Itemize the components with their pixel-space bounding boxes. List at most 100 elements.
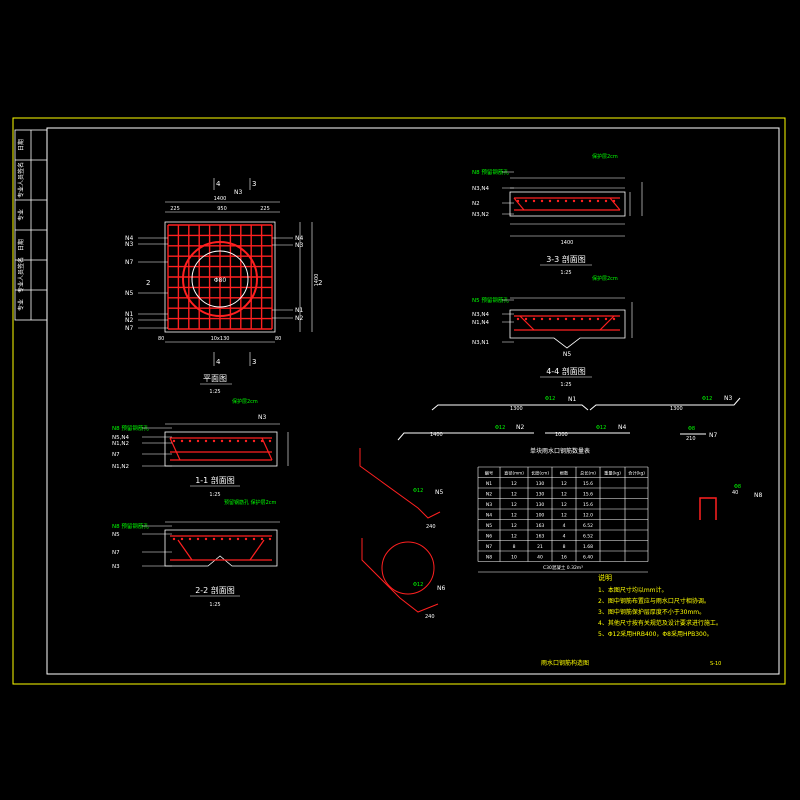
s11-labels-text: N7 <box>112 452 120 458</box>
bar-n8-len: 40 <box>732 490 738 496</box>
s44-bars-dot <box>572 317 576 321</box>
table-cell: 12 <box>561 502 567 508</box>
s11-top-note: 保护层2cm <box>232 398 258 405</box>
s11-bars-dot <box>252 439 256 443</box>
s22-scale: 1:25 <box>209 602 220 608</box>
s11-bars-dot <box>220 439 224 443</box>
table-cell: N8 <box>486 555 492 561</box>
table-cell: 15.6 <box>583 492 593 498</box>
s33-bars-dot <box>524 199 528 203</box>
bar-n6-hook: Φ12 <box>413 582 423 588</box>
table-cell: 12 <box>511 534 517 540</box>
s33-bars-dot <box>540 199 544 203</box>
bar-n6-ring <box>381 541 435 595</box>
s11-bars-dot <box>172 439 176 443</box>
table-cell: 12 <box>511 481 517 487</box>
table-cell: 163 <box>536 534 545 540</box>
bar-n2-label: N2 <box>516 424 524 431</box>
s11-bars-diag <box>261 437 273 461</box>
rebar-table: 单块雨水口钢筋数量表 编号直径(mm)长度(cm)根数总长(m)重量(kg)合计… <box>477 447 649 573</box>
s44-bars-dot <box>596 317 600 321</box>
s44-slab <box>509 309 626 349</box>
table-cell: N5 <box>486 523 492 529</box>
s33-bars-dot <box>580 199 584 203</box>
s44-bars-dot <box>612 317 616 321</box>
title-cell-2: 专业 <box>17 209 25 221</box>
s22-bars-dot <box>180 537 184 541</box>
plan-right-label: N2 <box>295 315 303 322</box>
note-item: 3、图中钢筋保护层厚度不小于30mm。 <box>598 608 705 616</box>
table-header: 总长(m) <box>580 470 596 477</box>
plan-right-label: N4 <box>295 235 303 242</box>
plan-slab-outline <box>164 221 276 333</box>
plan-dim-top-total: 1400 <box>214 196 227 202</box>
plan-mark-bottom-b: 3 <box>252 358 256 366</box>
bar-n3-len: 1300 <box>670 406 683 412</box>
s44-scale: 1:25 <box>560 382 571 388</box>
table-cell: 6.52 <box>583 534 593 540</box>
s44-bars-dot <box>516 317 520 321</box>
bar-n1-label: N1 <box>568 396 576 403</box>
table-cell: 15.6 <box>583 481 593 487</box>
plan-mark-top-a: 4 <box>216 180 221 188</box>
plan-view: 1400 225 950 225 Φ80 4 3 4 3 2 2 N3 N4N3… <box>125 178 322 395</box>
bar-n2-len: 1400 <box>430 432 443 438</box>
table-cell: N6 <box>486 534 492 540</box>
s33-bars-dot <box>604 199 608 203</box>
bar-n4-len: 1000 <box>555 432 568 438</box>
bar-n1 <box>431 404 589 411</box>
bar-n6-len: 240 <box>425 614 435 620</box>
plan-dim-bottom-a: 80 <box>158 336 164 342</box>
s33-labels-text: N3,N2 <box>472 212 489 218</box>
table-cell: 21 <box>537 544 543 550</box>
s22-bars-dot <box>220 537 224 541</box>
bar-n6-label: N6 <box>437 585 445 592</box>
plan-left-label: N3 <box>125 241 133 248</box>
table-cell: 40 <box>537 555 543 561</box>
table-header: 编号 <box>485 470 493 477</box>
title-block: 日期 专业人员签名 专业 日期 专业人员签名 专业 <box>14 129 48 321</box>
bar-n8 <box>699 497 717 520</box>
s11-bars-dot <box>236 439 240 443</box>
plan-left-label: N4 <box>125 235 133 242</box>
s11-bars-dot <box>244 439 248 443</box>
plan-left-label: N2 <box>125 317 133 324</box>
bar-n7-label: N7 <box>709 432 717 439</box>
note-item: 5、Φ12采用HRB400，Φ8采用HPB300。 <box>598 630 713 638</box>
bar-n2-hook: Φ12 <box>495 425 505 431</box>
s22-bars-dot <box>204 537 208 541</box>
s33-bars-diag <box>513 197 525 211</box>
s22-bars-dot <box>236 537 240 541</box>
bar-n4-hook: Φ12 <box>596 425 606 431</box>
plan-dim-bottom-c: 80 <box>275 336 281 342</box>
s33-bars-dot <box>588 199 592 203</box>
s44-bars-dot <box>564 317 568 321</box>
s33-bars-dot <box>548 199 552 203</box>
s11-bars-dot <box>212 439 216 443</box>
s22-bars-dot <box>172 537 176 541</box>
s33-bars-dot <box>556 199 560 203</box>
s33-bars-dot <box>572 199 576 203</box>
bar-n3-label: N3 <box>724 395 732 402</box>
sheet-number: S-10 <box>710 661 721 667</box>
plan-mark-bottom-a: 4 <box>216 358 221 366</box>
table-header: 根数 <box>560 470 569 477</box>
plan-left-label: N7 <box>125 259 133 266</box>
s33-top-note: 保护层2cm <box>592 153 618 160</box>
s44-bars-dot <box>548 317 552 321</box>
plan-title: 平面图 <box>203 374 227 383</box>
note-item: 4、其他尺寸按有关规范及设计要求进行施工。 <box>598 619 722 627</box>
plan-right-label: N1 <box>295 307 303 314</box>
bar-n7-hook: Φ8 <box>688 426 695 432</box>
s22-labels-text: N8 预留钢筋孔 <box>112 522 149 530</box>
s11-bars-diag <box>169 437 181 461</box>
table-cell: 8 <box>563 544 566 550</box>
s44-bars-dot <box>588 317 592 321</box>
bar-n8-label: N8 <box>754 492 762 499</box>
table-cell: 6.52 <box>583 523 593 529</box>
s11-labels-text: N1,N2 <box>112 441 129 447</box>
inner-frame <box>46 127 780 675</box>
